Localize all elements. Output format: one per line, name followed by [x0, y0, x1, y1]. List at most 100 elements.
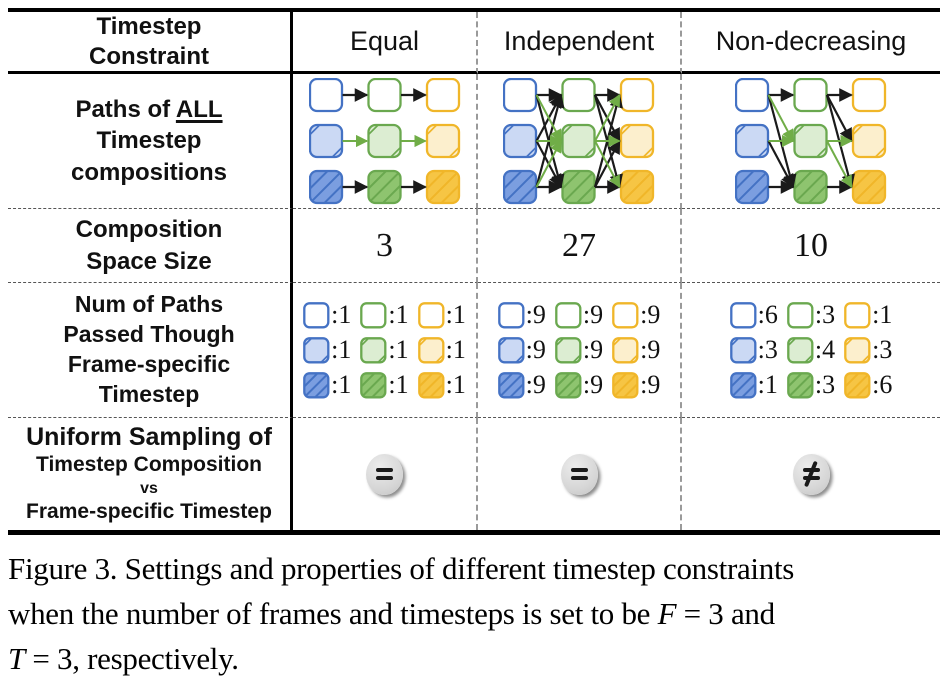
count-value: :3: [757, 335, 778, 364]
count-item: :3: [844, 337, 892, 364]
row-label-paths: Paths of ALL Timestep compositions: [8, 74, 293, 209]
count-item: :1: [303, 337, 351, 364]
count-value: :9: [640, 335, 661, 364]
timestep-square-icon: [360, 301, 387, 328]
cell-counts-equal: :1 :1 :1 :1 :1 :1 :1 :1 :1: [293, 283, 478, 418]
space-label-line1: Composition: [75, 216, 223, 244]
timestep-square-icon: [417, 371, 445, 398]
count-item: :6: [844, 372, 892, 399]
timestep-square-icon: [360, 371, 387, 398]
equal-sign-icon: [560, 453, 598, 495]
caption-line3: T = 3, respectively.: [8, 641, 239, 676]
count-item: :9: [555, 372, 603, 399]
count-item: :1: [303, 372, 351, 399]
count-value: :1: [757, 370, 778, 399]
paths-diagram-equal: [308, 77, 460, 204]
count-item: :9: [497, 335, 546, 364]
equal-circle: [366, 453, 403, 495]
count-value: :4: [814, 335, 836, 364]
timestep-square-icon: [497, 301, 525, 328]
header-non-decreasing-label: Non-decreasing: [715, 26, 907, 56]
count-item: :1: [360, 370, 409, 399]
count-value: :1: [331, 335, 352, 364]
count-value: :1: [388, 300, 409, 329]
timestep-square-icon: [303, 336, 330, 363]
num-label-line2: Passed Though: [63, 321, 235, 348]
timestep-square-icon: [497, 371, 525, 398]
count-value: :6: [757, 300, 778, 329]
header-equal-label: Equal: [349, 26, 420, 56]
space-size-equal: 3: [293, 209, 478, 283]
count-value: :9: [582, 370, 604, 399]
uniform-label-line2: Timestep Composition: [36, 453, 262, 477]
figure-caption: Figure 3. Settings and properties of dif…: [8, 546, 942, 681]
count-value: :9: [640, 300, 661, 329]
count-value: :9: [640, 370, 661, 399]
timestep-square-icon: [555, 301, 582, 328]
cell-paths-non-decreasing: [682, 74, 940, 209]
timestep-square-icon: [844, 301, 871, 328]
equals-bar: [376, 475, 393, 481]
cell-counts-non-decreasing: :6:3:1:3:4:3:1:3:6: [682, 283, 940, 418]
count-value: :1: [388, 370, 409, 399]
equals-bar: [802, 467, 820, 473]
count-value: :1: [445, 300, 466, 329]
figure-table: Timestep Constraint Equal Independent No…: [8, 8, 940, 535]
counts-grid-independent: :9 :9 :9 :9 :9 :9 :9 :9 :9: [497, 300, 661, 399]
count-item: :9: [555, 302, 603, 329]
header-independent-label: Independent: [503, 26, 655, 56]
count-value: :3: [872, 335, 893, 364]
uniform-label-line1: Uniform Sampling of: [26, 423, 272, 452]
paths-label-line3: compositions: [70, 158, 227, 186]
timestep-square-icon: [787, 301, 814, 328]
count-value: :6: [872, 370, 893, 399]
count-value: :9: [582, 335, 604, 364]
num-label-line3: Frame-specific: [67, 351, 231, 377]
count-item: :9: [555, 337, 603, 364]
timestep-square-icon: [729, 301, 757, 328]
row-label-uniform-sampling: Uniform Sampling of Timestep Composition…: [8, 418, 293, 530]
count-item: :4: [787, 337, 835, 364]
timestep-square-icon: [844, 336, 871, 363]
not-equal-circle: [792, 453, 830, 495]
math-F: F: [657, 596, 677, 631]
timestep-square-icon: [417, 336, 445, 363]
count-value: :1: [388, 335, 409, 364]
count-item: :1: [417, 300, 466, 329]
math-T: T: [8, 641, 25, 676]
counts-grid-equal: :1 :1 :1 :1 :1 :1 :1 :1 :1: [303, 302, 466, 399]
count-value: :9: [525, 300, 546, 329]
equals-bar: [802, 475, 820, 481]
count-item: :9: [612, 372, 660, 399]
paths-label-line2: Timestep: [96, 127, 202, 155]
timestep-square-icon: [555, 336, 582, 363]
header-non-decreasing: Non-decreasing: [682, 12, 940, 74]
header-equal: Equal: [293, 12, 478, 74]
paths-diagram-non-decreasing: [735, 77, 887, 204]
row-label-num-paths: Num of Paths Passed Though Frame-specifi…: [8, 283, 293, 418]
count-value: :1: [872, 300, 893, 329]
equal-sign-icon: [366, 453, 403, 495]
timestep-square-icon: [787, 371, 814, 398]
count-item: :1: [417, 336, 466, 364]
count-value: :1: [331, 300, 352, 329]
equals-bar: [570, 475, 588, 481]
space-size-independent: 27: [478, 209, 682, 283]
timestep-square-icon: [729, 371, 757, 398]
count-value: :9: [525, 370, 546, 399]
equals-bar: [570, 467, 588, 473]
cell-uniform-non-decreasing: [682, 418, 940, 530]
count-value: :1: [445, 370, 466, 399]
count-item: :9: [612, 337, 660, 364]
all-underlined: ALL: [175, 96, 223, 124]
count-value: :9: [582, 300, 604, 329]
uniform-label-vs: vs: [140, 479, 158, 497]
count-value: :9: [525, 335, 546, 364]
count-item: :1: [844, 302, 892, 329]
not-equal-sign-icon: [792, 453, 830, 495]
count-item: :1: [360, 335, 409, 364]
paths-diagram-independent: [503, 77, 655, 204]
timestep-square-icon: [360, 336, 387, 363]
count-item: :3: [787, 372, 835, 399]
cell-paths-independent: [478, 74, 682, 209]
